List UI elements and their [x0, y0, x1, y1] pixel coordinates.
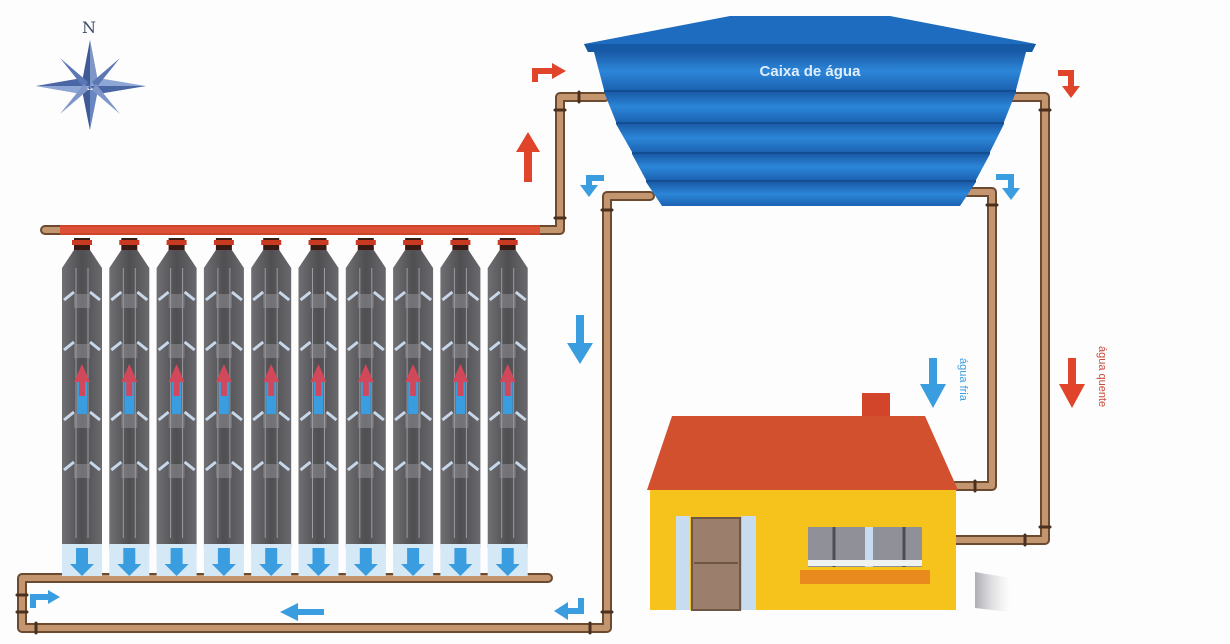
cold-inner-arrow	[313, 380, 324, 414]
cold-bent-arrow-left-icon	[580, 175, 604, 197]
cold-corner-arrow-icon	[554, 598, 584, 620]
cold-inlet-arrow	[353, 564, 378, 576]
bottle-column	[298, 238, 339, 576]
compass-rose-icon: N	[36, 18, 146, 130]
bottle-column	[440, 238, 481, 576]
hot-inner-arrow	[168, 364, 185, 382]
cold-down-arrow-icon	[567, 315, 593, 364]
cold-inner-arrow	[455, 380, 466, 414]
bottle-column	[203, 238, 244, 576]
hot-inner-arrow	[405, 364, 422, 382]
hot-inner-arrow	[215, 364, 232, 382]
hot-inner-arrow	[452, 364, 469, 382]
pet-bottle-collector	[62, 238, 528, 576]
hot-water-label: água quente	[1096, 346, 1108, 407]
cold-inner-arrow	[502, 380, 513, 414]
cold-bent-arrow-right-icon	[996, 174, 1020, 200]
hot-inner-arrow	[310, 364, 327, 382]
cold-inner-arrow	[124, 380, 135, 414]
cold-water-label: água fria	[957, 358, 969, 402]
hot-inner-arrow	[357, 364, 374, 382]
roof	[647, 416, 958, 490]
bottle-column	[345, 238, 386, 576]
cold-inner-arrow	[408, 380, 419, 414]
cold-inner-arrow	[77, 380, 87, 414]
water-tank: Caixa de água	[584, 16, 1036, 206]
hot-inner-arrow	[74, 364, 90, 382]
house	[647, 393, 1010, 612]
cold-inlet-arrow	[448, 564, 473, 576]
cold-inner-arrow	[266, 380, 277, 414]
bottle-column	[109, 238, 150, 576]
hot-bent-arrow-icon	[532, 63, 566, 82]
hot-inner-arrow	[263, 364, 280, 382]
cold-water-arrow-icon	[920, 358, 946, 408]
cold-inlet-arrow	[117, 564, 142, 576]
hot-inner-arrow	[499, 364, 516, 382]
window-box	[800, 570, 930, 584]
hot-up-arrow-icon	[516, 132, 540, 182]
bottle-column	[156, 238, 197, 576]
cold-right-arrow-icon	[30, 590, 60, 608]
cold-inlet-arrow	[495, 564, 520, 576]
tank-label: Caixa de água	[760, 63, 862, 80]
cold-inner-arrow	[218, 380, 229, 414]
cold-inlet-arrow	[164, 564, 189, 576]
flow-arrows	[30, 63, 1085, 621]
cold-inner-arrow	[171, 380, 182, 414]
compass-north-label: N	[82, 18, 96, 37]
pipe-network	[15, 90, 1052, 635]
cold-inner-arrow	[360, 380, 371, 414]
cold-inlet-arrow	[306, 564, 331, 576]
bottle-column	[487, 238, 528, 576]
cold-inlet-arrow	[70, 564, 94, 576]
hot-inner-arrow	[121, 364, 138, 382]
cold-house-pipe	[950, 187, 997, 491]
cold-inlet-arrow	[259, 564, 284, 576]
hot-manifold	[60, 225, 540, 235]
hot-supply-pipe	[40, 92, 610, 235]
bottle-column	[62, 238, 102, 576]
cold-inlet-arrow	[401, 564, 426, 576]
cold-left-arrow-icon	[280, 603, 324, 621]
hot-bent-down-arrow-icon	[1058, 70, 1080, 98]
hot-water-arrow-icon	[1059, 358, 1085, 408]
bottle-column	[393, 238, 434, 576]
bottle-column	[251, 238, 292, 576]
cold-inlet-arrow	[211, 564, 236, 576]
